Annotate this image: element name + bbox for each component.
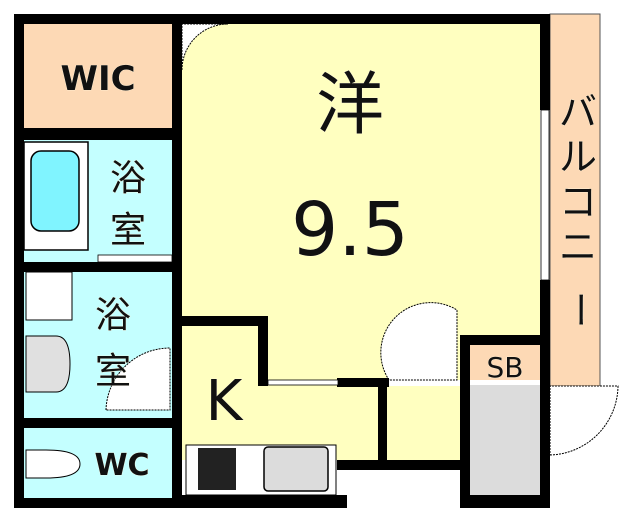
wc-label: WC [94, 448, 149, 483]
western-room-area [182, 24, 540, 340]
kitchen-label: K [206, 369, 244, 434]
balcony-char: バ [559, 90, 597, 134]
bathtub-icon [30, 150, 80, 232]
balcony-char: ル [559, 135, 597, 179]
western-room-size: 9.5 [291, 187, 409, 273]
shoe-box-label: SB [487, 351, 524, 384]
door-swing-room [380, 302, 458, 381]
storage-gray [470, 385, 540, 495]
western-room-label: 洋 [316, 66, 384, 145]
kitchen-area [182, 326, 378, 460]
hall-area [387, 386, 460, 460]
stove-icon [198, 448, 236, 490]
bath1-label-1: 浴 [110, 158, 146, 199]
wic-label: WIC [60, 59, 135, 99]
balcony-label: バ ル コ ニ ー [556, 90, 601, 330]
balcony-area [549, 13, 601, 387]
washbasin-icon [25, 335, 71, 393]
bath2-label-1: 浴 [95, 295, 131, 336]
walls [14, 14, 550, 508]
closet-door [97, 254, 173, 263]
balcony-window [540, 109, 550, 281]
sink-icon [263, 446, 329, 492]
balcony-char: コ [559, 180, 597, 224]
balcony-char: ー [556, 291, 600, 329]
toilet-icon [25, 449, 81, 479]
shoe-box-area [470, 345, 540, 380]
washing-machine-icon [25, 271, 73, 321]
door-swing-top [181, 23, 229, 71]
bath2-label-2: 室 [95, 351, 131, 392]
kitchen-partition [267, 379, 339, 386]
wic-area [24, 24, 172, 128]
bath1-label-2: 室 [110, 210, 146, 251]
door-swing-bath2 [105, 347, 171, 411]
door-swing-entrance [549, 385, 619, 456]
balcony-char: ニ [559, 225, 597, 269]
